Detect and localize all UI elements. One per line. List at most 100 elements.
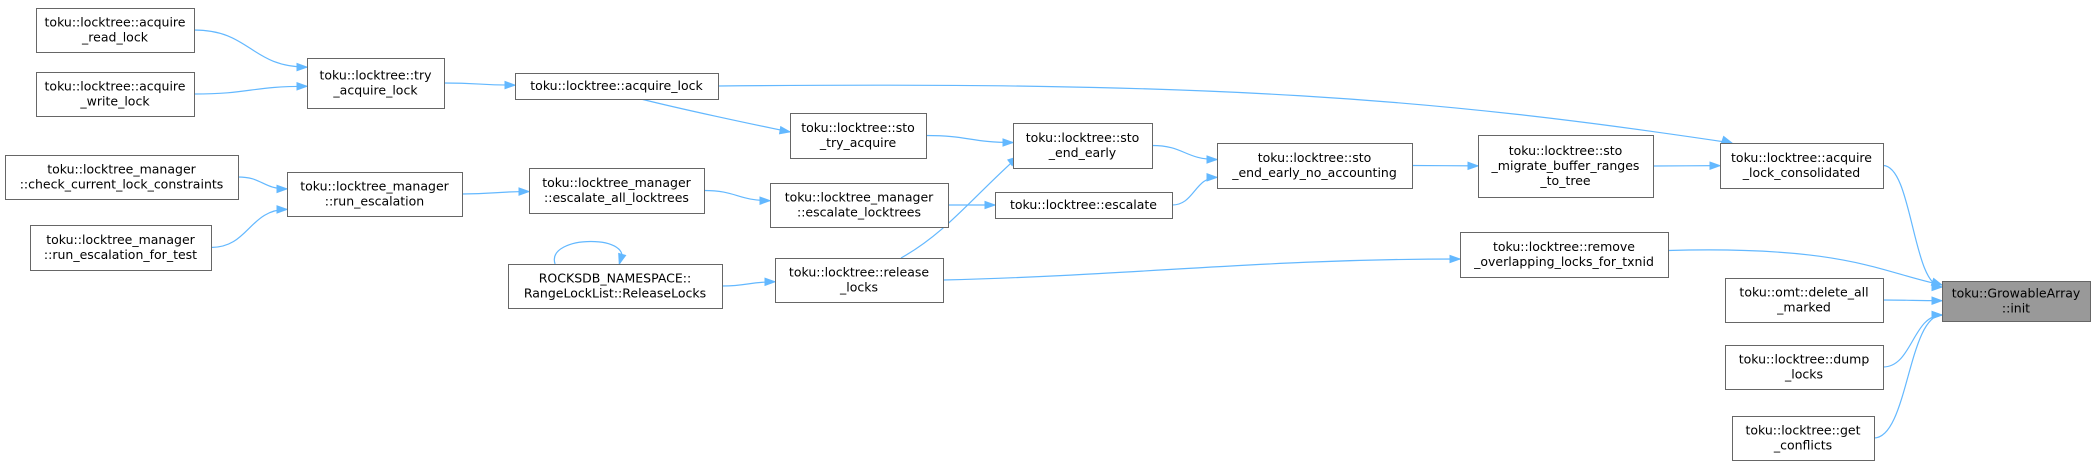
edge-omt-delete-all-marked-to-ga-init [1882,296,1944,306]
node-label-line: _locks [1784,367,1823,382]
arrowhead-icon [759,196,772,205]
node-escalate[interactable]: toku::locktree::escalate [995,192,1173,219]
edge-sto-end-early-to-sto-end-early-no-acc [1151,144,1219,164]
node-remove-overlapping[interactable]: toku::locktree::remove_overlapping_locks… [1460,232,1669,278]
node-box [1720,143,1884,189]
arrowhead-icon [1206,155,1219,164]
node-get-conflicts[interactable]: toku::locktree::get_conflicts [1732,416,1875,461]
node-acquire-write-lock[interactable]: toku::locktree::acquire_write_lock [36,72,195,117]
edge-line [193,85,308,95]
edge-escalate-to-sto-end-early-no-acc [1171,173,1219,206]
node-label-line: ::init [2002,301,2030,316]
edge-ltm-run-escalation-to-ltm-escalate-all [461,187,531,196]
node-box [1725,278,1884,323]
node-label-line: toku::locktree::try [320,68,433,83]
node-acquire-read-lock[interactable]: toku::locktree::acquire_read_lock [36,8,195,53]
edge-line [717,84,1733,144]
node-box [1732,416,1875,461]
edge-release-locks-to-remove-overlapping [942,254,1462,281]
node-label-line: _lock_consolidated [1742,165,1860,180]
arrowhead-icon [1930,277,1944,286]
arrowhead-icon [276,184,289,194]
arrowhead-icon [518,187,531,196]
edge-sto-migrate-to-acquire-lock-consolidated [1652,161,1722,170]
node-label-line: toku::locktree_manager [46,232,195,247]
nodes-layer: toku::GrowableArray::inittoku::locktree:… [5,8,2091,461]
node-box [1217,143,1413,189]
node-box [36,8,195,53]
node-label-line: toku::locktree::remove [1493,239,1635,254]
edge-line [942,258,1461,281]
arrowhead-icon [1931,310,1944,320]
node-label-line: toku::locktree::sto [801,120,915,135]
arrowhead-icon [296,81,309,91]
node-ltm-run-escalation-test[interactable]: toku::locktree_manager::run_escalation_f… [30,225,212,271]
node-label-line: _read_lock [81,30,149,45]
node-label-line: toku::locktree_manager [542,175,691,190]
node-box [515,73,719,100]
node-box [508,264,723,309]
arrowhead-icon [1720,135,1734,144]
node-box [1460,232,1669,278]
edge-line [1873,314,1943,439]
node-sto-try-acquire[interactable]: toku::locktree::sto_try_acquire [790,113,927,159]
arrowhead-icon [1467,161,1480,171]
edges-layer [193,29,1944,439]
edge-acquire-write-lock-to-try-acquire-lock [193,81,309,95]
node-label-line: _marked [1776,300,1831,315]
arrowhead-icon [504,80,517,90]
edge-ltm-escalate-all-to-ltm-escalate-locktrees [703,189,772,205]
node-box [1725,345,1884,390]
node-sto-migrate[interactable]: toku::locktree::sto_migrate_buffer_range… [1478,135,1654,198]
node-label-line: _overlapping_locks_for_txnid [1473,254,1654,269]
node-label-line: toku::locktree::sto [1509,143,1623,158]
node-ltm-escalate-locktrees[interactable]: toku::locktree_manager::escalate_locktre… [770,183,949,228]
edge-line [1882,164,1943,288]
edge-rocksdb-release-locks-to-release-locks [721,277,777,287]
node-box [287,172,463,217]
node-label-line: _locks [839,280,878,295]
edge-line [900,156,1019,259]
node-box [995,192,1173,219]
node-ltm-check-constraints[interactable]: toku::locktree_manager::check_current_lo… [5,155,239,200]
node-dump-locks[interactable]: toku::locktree::dump_locks [1725,345,1884,390]
node-omt-delete-all-marked[interactable]: toku::omt::delete_all_marked [1725,278,1884,323]
node-rocksdb-release-locks[interactable]: ROCKSDB_NAMESPACE::RangeLockList::Releas… [508,264,723,309]
node-label-line: toku::locktree::sto [1026,130,1140,145]
node-label-line: ::escalate_locktrees [797,205,921,220]
edge-line [1171,176,1218,206]
node-ltm-run-escalation[interactable]: toku::locktree_manager::run_escalation [287,172,463,217]
edge-line [443,82,516,86]
node-box [1942,281,2091,322]
node-box [30,225,212,271]
edge-ltm-check-constraints-to-ltm-run-escalation [237,176,289,194]
node-label-line: toku::omt::delete_all [1739,285,1868,300]
node-try-acquire-lock[interactable]: toku::locktree::try_acquire_lock [307,58,445,109]
arrowhead-icon [276,205,289,214]
node-release-locks[interactable]: toku::locktree::release_locks [775,258,944,303]
node-acquire-lock[interactable]: toku::locktree::acquire_lock [515,73,719,100]
arrowhead-icon [1449,254,1462,264]
node-acquire-lock-consolidated[interactable]: toku::locktree::acquire_lock_consolidate… [1720,143,1884,189]
edge-ltm-run-escalation-test-to-ltm-run-escalation [210,205,289,249]
node-label-line: toku::locktree::acquire [45,79,186,94]
node-label-line: toku::locktree::acquire [45,15,186,30]
edge-acquire-lock-to-sto-try-acquire [640,98,792,135]
node-ga-init[interactable]: toku::GrowableArray::init [1942,281,2091,322]
edge-line [210,208,288,249]
node-sto-end-early-no-acc[interactable]: toku::locktree::sto_end_early_no_account… [1217,143,1413,189]
node-ltm-escalate-all[interactable]: toku::locktree_manager::escalate_all_loc… [529,168,705,214]
node-label-line: _write_lock [79,94,150,109]
edge-sto-end-early-no-acc-to-sto-migrate [1411,161,1480,171]
arrowhead-icon [984,200,997,210]
edge-try-acquire-lock-to-acquire-lock [443,80,517,90]
node-label-line: ::run_escalation [325,194,424,209]
node-label-line: toku::locktree::release [789,265,929,280]
node-sto-end-early[interactable]: toku::locktree::sto_end_early [1013,123,1153,169]
node-box [1013,123,1153,169]
node-label-line: toku::locktree::sto [1258,150,1372,165]
node-label-line: _to_tree [1539,173,1591,188]
arrowhead-icon [618,252,627,266]
edge-line [925,134,1014,144]
